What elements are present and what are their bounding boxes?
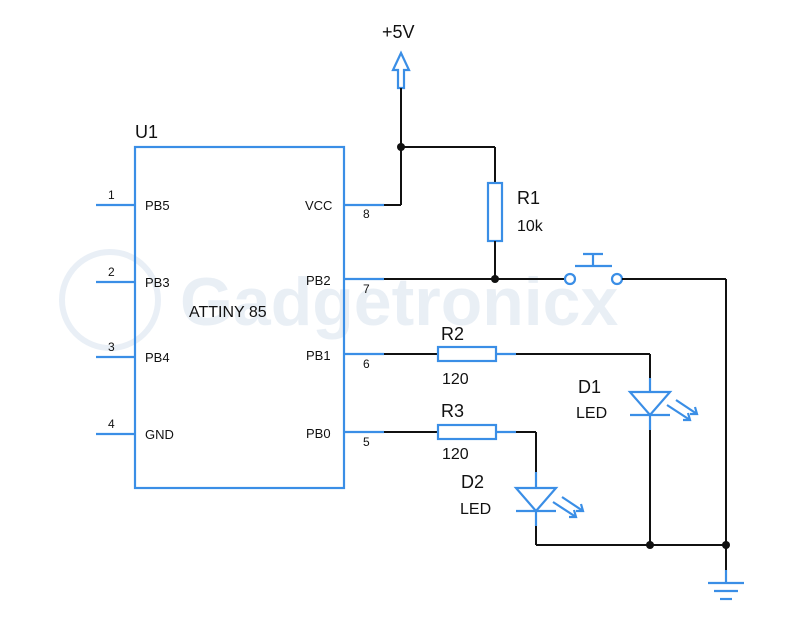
ic-body [133,145,346,490]
pin-name-pb4: PB4 [145,350,170,365]
d1-light-arrow-icon [666,404,691,421]
d2-value: LED [460,501,491,518]
pin-num-1: 1 [108,188,115,202]
d2-light-arrow-icon [552,501,577,518]
watermark-text: Gadgetronicx [180,264,618,340]
pin-num-4: 4 [108,417,115,431]
r3-body [436,423,498,441]
junction-gnd-main [722,541,730,549]
pin-name-pb1: PB1 [306,348,331,363]
r3-value: 120 [442,446,469,463]
pin-name-gnd: GND [145,427,174,442]
pin-name-pb3: PB3 [145,275,170,290]
pin-num-3: 3 [108,340,115,354]
d1-ref: D1 [578,377,601,397]
pin-num-2: 2 [108,265,115,279]
d2-ref: D2 [461,472,484,492]
r1-body [486,181,504,243]
button-contact-right-icon [610,272,624,286]
resistor-r1: R1 10k [486,181,544,279]
supply-arrow-icon [391,50,411,90]
ic-u1: U1 ATTINY 85 1 PB5 2 PB3 3 PB4 4 GND VCC… [96,122,384,490]
supply-5v: +5V [382,22,496,205]
pin-num-5: 5 [363,435,370,449]
led-d1: D1 LED [576,354,699,545]
d1-value: LED [576,405,607,422]
pin-num-8: 8 [363,207,370,221]
resistor-r3: R3 120 [384,401,536,463]
junction-vcc [397,143,405,151]
d1-triangle-icon [627,390,673,417]
junction-pb2 [491,275,499,283]
pin-name-pb5: PB5 [145,198,170,213]
supply-label: +5V [382,22,415,42]
resistor-r2: R2 120 [384,324,650,388]
pin-name-pb2: PB2 [306,273,331,288]
button-contact-left-icon [563,272,577,286]
junction-gnd-d1 [646,541,654,549]
watermark-logo-icon [59,249,161,351]
r1-ref: R1 [517,188,540,208]
pin-name-pb0: PB0 [306,426,331,441]
r1-value: 10k [517,218,544,235]
r2-value: 120 [442,371,469,388]
led-d2: D2 LED [460,432,585,545]
ic-ref: U1 [135,122,158,142]
pin-num-6: 6 [363,357,370,371]
r2-ref: R2 [441,324,464,344]
r2-body [436,345,498,363]
ground-bus [536,541,744,601]
ic-name: ATTINY 85 [189,304,267,321]
push-button-circuit [384,252,727,583]
pin-name-vcc: VCC [305,198,332,213]
d2-triangle-icon [513,486,559,513]
watermark: Gadgetronicx [59,249,618,351]
r3-ref: R3 [441,401,464,421]
pin-num-7: 7 [363,282,370,296]
